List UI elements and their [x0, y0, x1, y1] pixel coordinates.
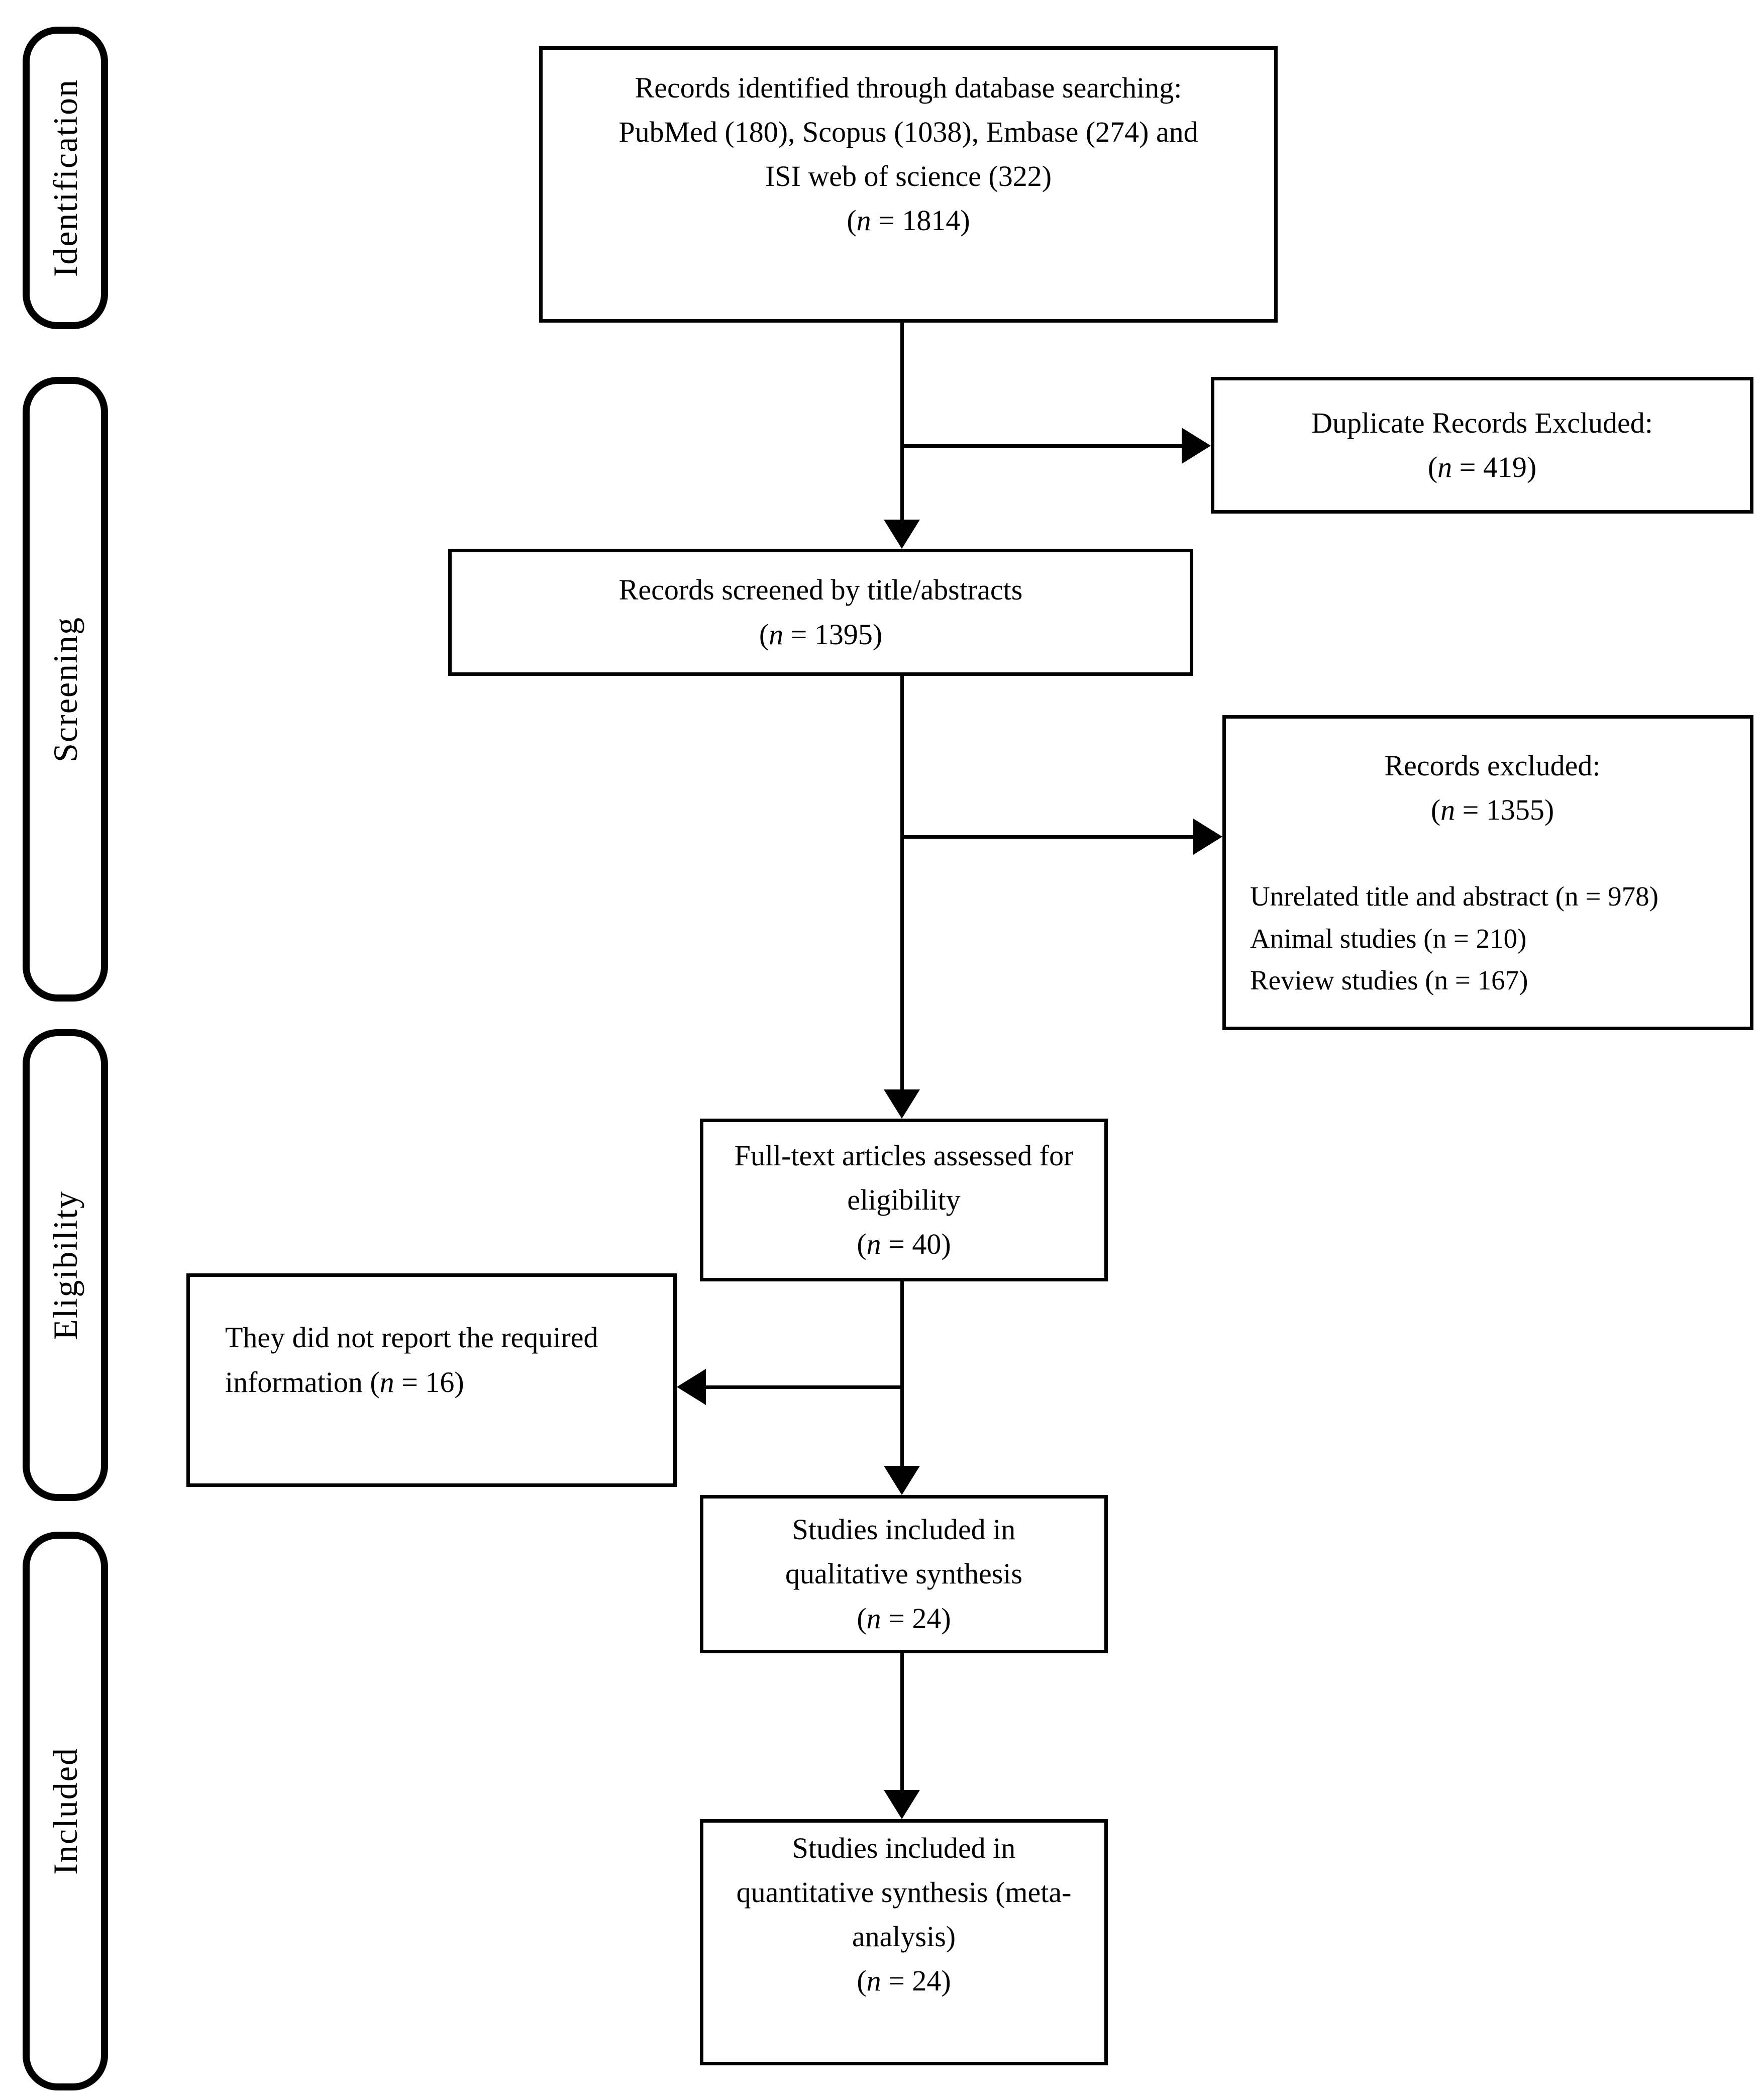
sample-size-line: (n = 419): [1427, 451, 1537, 483]
box-records-screened: Records screened by title/abstracts (n =…: [448, 549, 1193, 676]
flow-line-screened-to-fulltext: [900, 676, 904, 1089]
box-records-identified: Records identified through database sear…: [539, 46, 1278, 323]
sample-size-line: (n = 1395): [759, 618, 883, 651]
stage-label-text: Eligibility: [46, 1190, 84, 1340]
box-text-line: They did not report the required: [225, 1321, 598, 1354]
flow-line-fulltext-to-qualitative: [900, 1281, 904, 1466]
box-qualitative-synthesis: Studies included in qualitative synthesi…: [700, 1495, 1108, 1653]
stage-label-screening: Screening: [23, 377, 108, 1002]
stage-label-included: Included: [23, 1532, 108, 2090]
stage-label-identification: Identification: [23, 27, 108, 329]
box-heading: Records excluded:: [1384, 749, 1601, 782]
arrowhead-into-fulltext: [884, 1089, 920, 1119]
box-duplicates-excluded: Duplicate Records Excluded: (n = 419): [1211, 377, 1753, 514]
box-text-line: Studies included in: [792, 1831, 1016, 1864]
stage-label-text: Included: [46, 1747, 84, 1875]
box-text-line: Studies included in: [792, 1513, 1016, 1546]
box-text-line: Duplicate Records Excluded:: [1311, 406, 1653, 439]
stage-label-text: Screening: [46, 616, 84, 762]
flow-line-to-excluded: [900, 835, 1193, 839]
box-text-line: Full-text articles assessed for: [734, 1139, 1074, 1172]
box-text-line: information (n = 16): [225, 1365, 464, 1399]
box-records-excluded: Records excluded: (n = 1355) Unrelated t…: [1222, 715, 1753, 1030]
exclusion-reason-item: Unrelated title and abstract (n = 978): [1250, 881, 1658, 912]
flow-line-qualitative-to-quantitative: [900, 1653, 904, 1790]
arrowhead-into-duplicates: [1182, 428, 1211, 464]
arrowhead-into-screened: [884, 520, 920, 549]
box-text-line: qualitative synthesis: [785, 1557, 1022, 1590]
flow-line-identified-to-screened: [900, 323, 904, 520]
box-text-line: ISI web of science (322): [765, 160, 1052, 192]
arrowhead-into-excluded: [1193, 819, 1222, 855]
box-not-reported-excluded: They did not report the required informa…: [186, 1273, 677, 1487]
exclusion-reason-item: Review studies (n = 167): [1250, 965, 1528, 996]
box-text-line: Records screened by title/abstracts: [618, 573, 1023, 607]
box-text-line: Records identified through database sear…: [635, 71, 1182, 104]
box-quantitative-synthesis: Studies included in quantitative synthes…: [700, 1819, 1108, 2065]
flow-line-to-duplicates: [900, 444, 1182, 448]
arrowhead-into-not-reported: [677, 1369, 706, 1405]
arrowhead-into-qualitative: [884, 1466, 920, 1495]
stage-label-text: Identification: [46, 78, 84, 277]
exclusion-reason-item: Animal studies (n = 210): [1250, 923, 1527, 954]
sample-size-line: (n = 24): [857, 1964, 951, 1998]
sample-size-line: (n = 40): [857, 1228, 951, 1261]
stage-label-eligibility: Eligibility: [23, 1029, 108, 1501]
box-text-line: PubMed (180), Scopus (1038), Embase (274…: [618, 115, 1198, 148]
box-text-line: eligibility: [847, 1183, 961, 1216]
flow-line-to-not-reported: [706, 1385, 904, 1389]
sample-size-line: (n = 24): [857, 1602, 951, 1635]
box-fulltext-assessed: Full-text articles assessed for eligibil…: [700, 1119, 1108, 1281]
sample-size-line: (n = 1355): [1430, 793, 1554, 827]
arrowhead-into-quantitative: [884, 1790, 920, 1819]
sample-size-line: (n = 1814): [847, 204, 970, 237]
box-text-line: analysis): [852, 1920, 956, 1953]
box-text-line: quantitative synthesis (meta-: [736, 1875, 1072, 1909]
